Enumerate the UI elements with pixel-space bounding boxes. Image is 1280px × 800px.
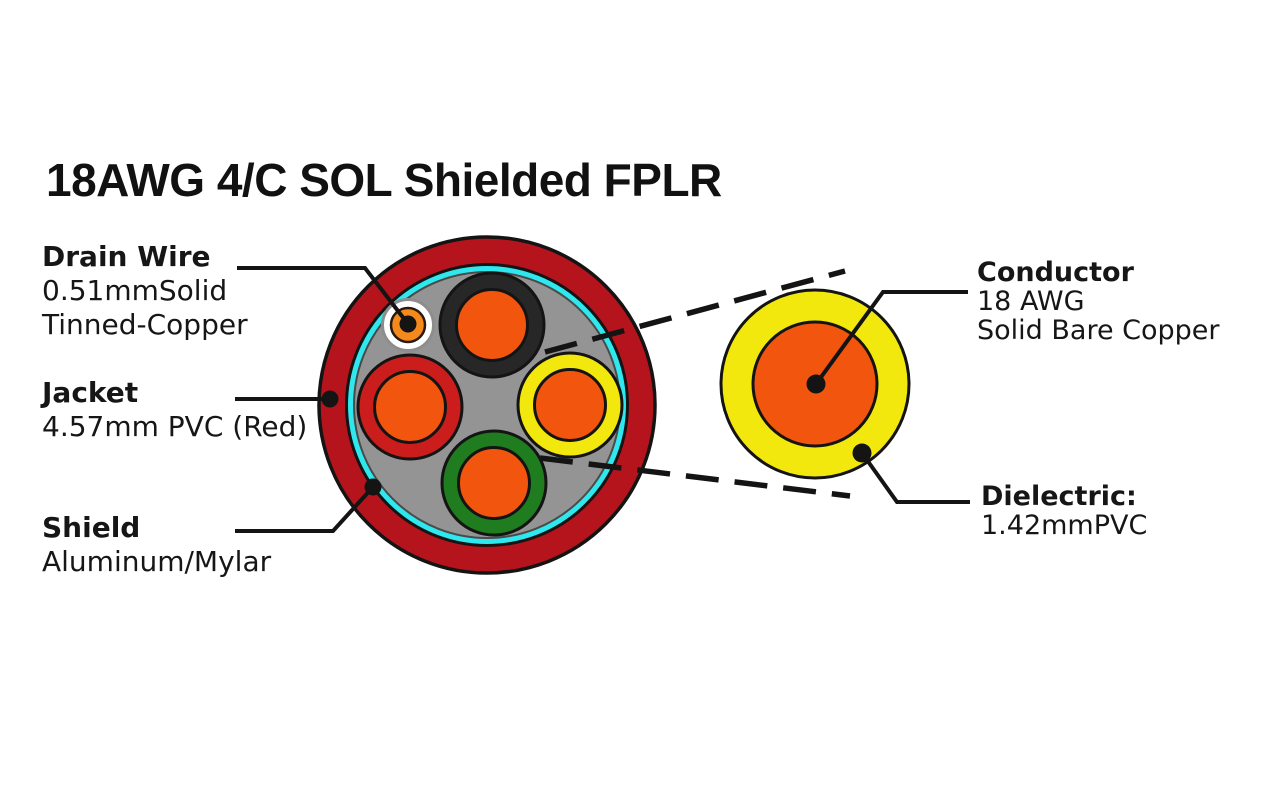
conductor-heading: Conductor xyxy=(977,257,1134,288)
leader-dot-shield xyxy=(364,478,382,496)
callout-jacket: Jacket 4.57mm PVC (Red) xyxy=(42,376,307,444)
insulated-conductor-green xyxy=(440,429,548,537)
conductor-core xyxy=(533,368,607,442)
dielectric-spec: 1.42mmPVC xyxy=(981,510,1148,541)
zoom-dash-upper xyxy=(544,268,846,355)
leader-conductor xyxy=(814,290,968,386)
dielectric-heading: Dielectric: xyxy=(981,481,1137,512)
leader-drain-wire xyxy=(237,266,410,326)
drain-wire-spec-material: Tinned-Copper xyxy=(42,308,248,341)
conductor-spec-size: 18 AWG xyxy=(977,286,1085,317)
insulated-conductor-yellow xyxy=(516,351,624,459)
page-title: 18AWG 4/C SOL Shielded FPLR xyxy=(46,154,722,206)
callout-drain-wire: Drain Wire 0.51mmSolid Tinned-Copper xyxy=(42,240,248,342)
leader-dot-dielectric xyxy=(852,443,872,463)
jacket-spec: 4.57mm PVC (Red) xyxy=(42,410,308,443)
conductor-core xyxy=(455,288,529,362)
insulated-conductor-red xyxy=(356,353,464,461)
callout-shield: Shield Aluminum/Mylar xyxy=(42,511,271,579)
drain-wire-heading: Drain Wire xyxy=(42,240,211,273)
insulated-conductor-black xyxy=(438,271,546,379)
leader-dielectric xyxy=(860,451,970,504)
jacket-heading: Jacket xyxy=(42,376,139,409)
conductor-core xyxy=(457,446,531,520)
conductor-core xyxy=(373,370,447,444)
shield-spec: Aluminum/Mylar xyxy=(42,545,272,578)
leader-dot-drain-wire xyxy=(399,315,417,333)
leader-dot-conductor xyxy=(806,374,826,394)
callout-dielectric: Dielectric: 1.42mmPVC xyxy=(981,482,1147,540)
shield-heading: Shield xyxy=(42,511,141,544)
conductor-spec-material: Solid Bare Copper xyxy=(977,315,1220,346)
drain-wire-spec-size: 0.51mmSolid xyxy=(42,274,228,307)
leader-shield xyxy=(235,485,375,533)
zoom-dash-lower xyxy=(539,455,851,499)
callout-conductor: Conductor 18 AWG Solid Bare Copper xyxy=(977,258,1220,345)
leader-dot-jacket xyxy=(321,390,339,408)
cable-cross-section xyxy=(317,235,657,575)
